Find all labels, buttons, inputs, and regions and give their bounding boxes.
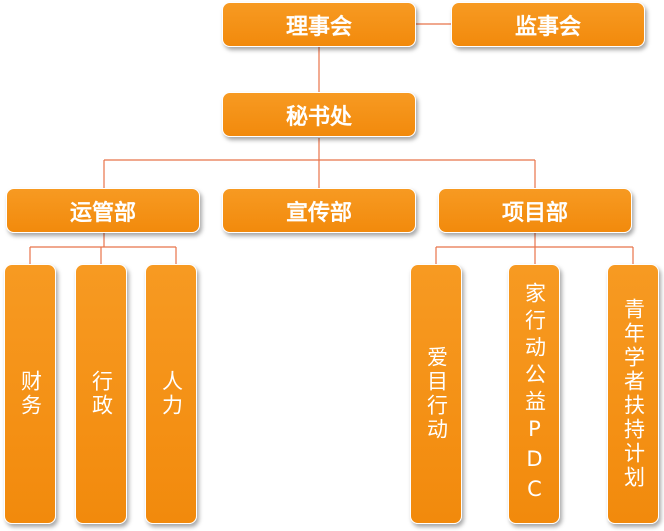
board-label: 理事会 bbox=[285, 14, 352, 40]
project-1-box[interactable]: 爱目行动 bbox=[410, 264, 462, 524]
pr-dept-box[interactable]: 宣传部 bbox=[222, 188, 416, 233]
project-1-label: 爱目行动 bbox=[424, 346, 449, 442]
secretariat-label: 秘书处 bbox=[285, 104, 352, 130]
hr-unit-label: 人力 bbox=[159, 370, 184, 418]
hr-unit-box[interactable]: 人力 bbox=[145, 264, 197, 524]
project-3-box[interactable]: 青年学者扶持计划 bbox=[607, 264, 659, 524]
ops-dept-label: 运管部 bbox=[69, 200, 136, 226]
secretariat-box[interactable]: 秘书处 bbox=[222, 92, 416, 137]
admin-unit-label: 行政 bbox=[89, 370, 114, 418]
pr-dept-label: 宣传部 bbox=[285, 200, 352, 226]
admin-unit-box[interactable]: 行政 bbox=[75, 264, 127, 524]
supervisors-label: 监事会 bbox=[514, 14, 581, 40]
supervisors-box[interactable]: 监事会 bbox=[451, 2, 645, 47]
project-dept-box[interactable]: 项目部 bbox=[438, 188, 632, 233]
ops-dept-box[interactable]: 运管部 bbox=[6, 188, 200, 233]
finance-unit-label: 财务 bbox=[18, 370, 43, 418]
project-3-label: 青年学者扶持计划 bbox=[621, 298, 646, 490]
finance-unit-box[interactable]: 财务 bbox=[4, 264, 56, 524]
board-box[interactable]: 理事会 bbox=[222, 2, 416, 47]
project-dept-label: 项目部 bbox=[501, 200, 568, 226]
project-2-box[interactable]: 家行动公益PDC bbox=[508, 264, 560, 524]
project-2-label: 家行动公益PDC bbox=[522, 281, 547, 507]
